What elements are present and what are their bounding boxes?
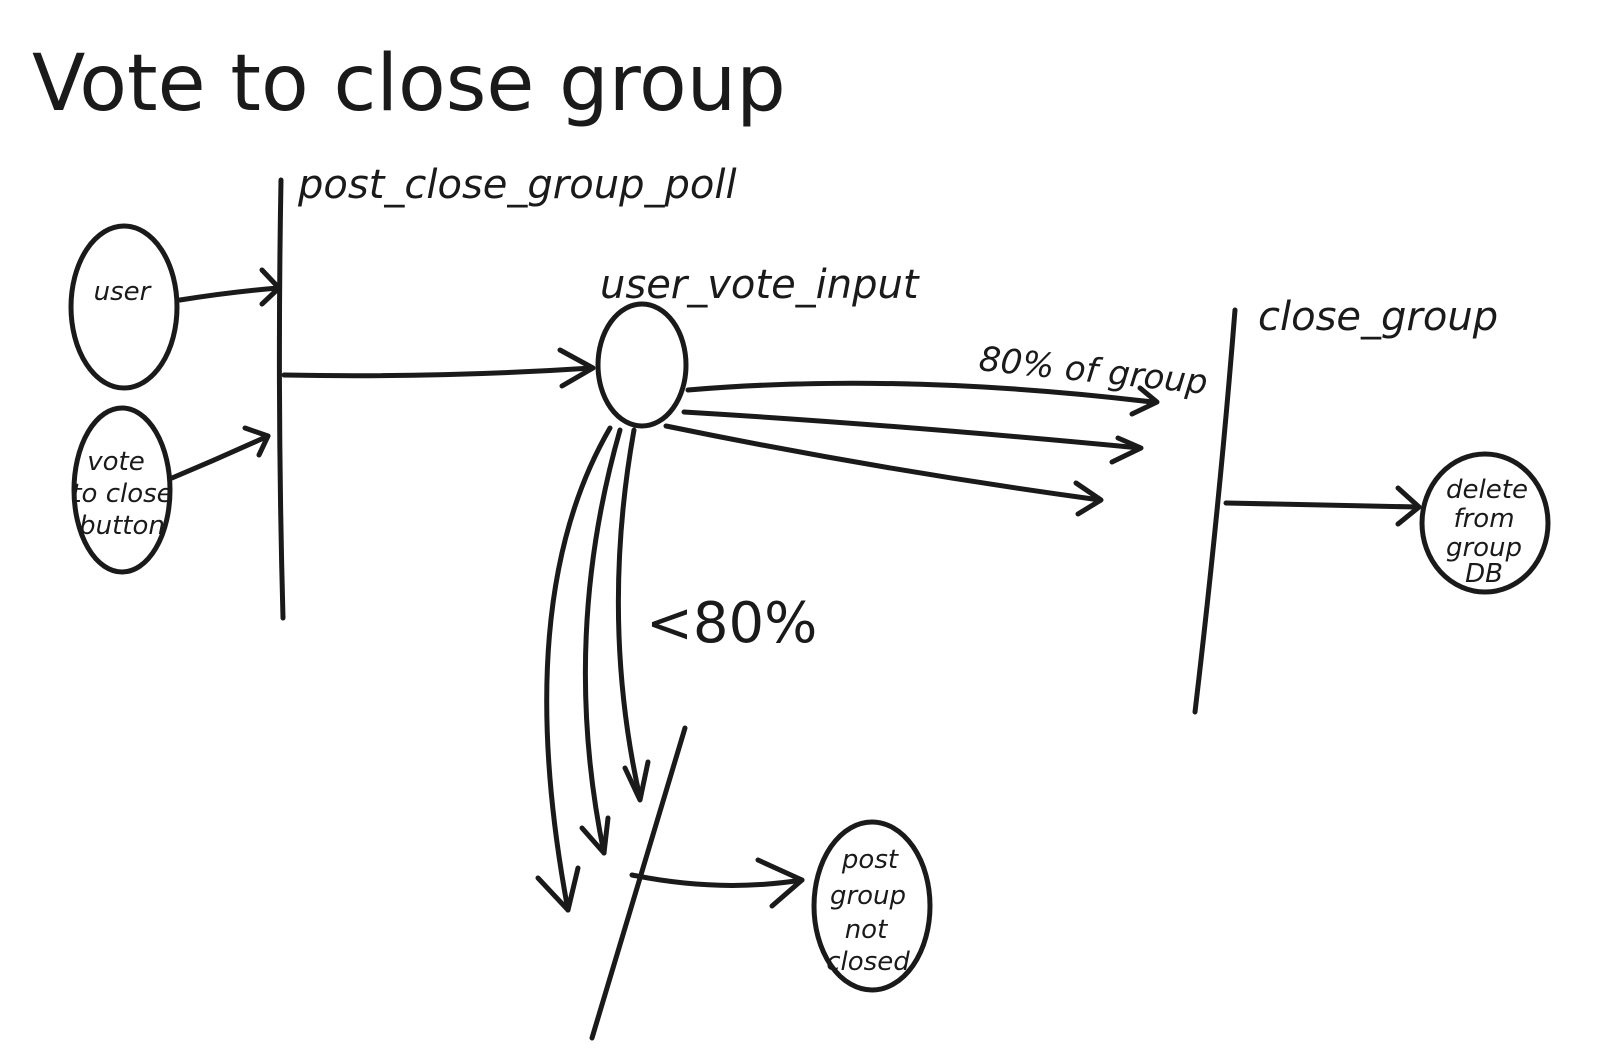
vote-to-close-arrowhead-2 (1109, 435, 1144, 465)
user-node (68, 223, 180, 391)
user-vote-input-node (595, 301, 689, 429)
post-close-group-poll-label: post_close_group_poll (297, 162, 737, 208)
vote-button-node (71, 405, 173, 575)
vote-to-not-closed-arrowhead-3 (622, 759, 651, 803)
close-group-label: close_group (1258, 294, 1498, 340)
button-to-poll-arrow (169, 433, 271, 481)
post-close-group-poll-bar (276, 177, 286, 621)
vote-button-label-line-2: to close (71, 479, 172, 509)
vote-to-close-arrowhead-3 (1073, 480, 1104, 517)
delete-db-label-line-2: from (1453, 504, 1514, 534)
vote-to-close-arrow-2 (681, 409, 1143, 451)
diagram-title: Vote to close group (32, 39, 786, 129)
vote-to-close-arrowhead-1 (1129, 385, 1160, 417)
post-group-not-closed-node (811, 819, 933, 993)
close-to-delete-arrowhead (1395, 485, 1422, 527)
vote-button-label-line-1: vote (87, 447, 144, 477)
delete-db-label-line-3: group (1446, 533, 1522, 563)
bar-to-not-closed-arrow (629, 872, 805, 888)
not-closed-label-line-2: group (830, 881, 906, 911)
close-to-delete-arrow (1223, 500, 1421, 510)
vote-to-close-arrow-3 (663, 423, 1103, 503)
user-vote-input-label: user_vote_input (600, 262, 920, 308)
delete-db-label-line-1: delete (1446, 475, 1528, 505)
bar-to-not-closed-arrowhead (755, 857, 805, 909)
vote-button-label-line-3: button (79, 511, 165, 541)
vote-to-not-closed-arrowhead-2 (579, 815, 611, 856)
user-node-label: user (94, 277, 153, 307)
poll-to-vote-input-arrowhead (557, 347, 596, 389)
not-closed-label-line-3: not (845, 915, 888, 945)
delete-db-label-line-4: DB (1465, 559, 1503, 589)
button-to-poll-arrowhead (242, 425, 271, 458)
vote-to-not-closed-arrow-2 (582, 427, 623, 856)
vote-to-close-arrow-1 (685, 380, 1155, 405)
vote-to-not-closed-arrowhead-1 (535, 865, 581, 913)
minority-condition-label: <80% (646, 591, 817, 656)
vote-to-not-closed-arrow-3 (615, 427, 643, 801)
not-closed-label-line-4: closed (826, 947, 910, 977)
close-group-bar (1192, 307, 1238, 715)
vote-to-not-closed-arrow-1 (544, 425, 613, 913)
not-closed-label-line-1: post (841, 845, 899, 875)
user-to-poll-arrow (177, 285, 281, 303)
poll-to-vote-input-arrow (281, 365, 595, 379)
not-closed-process-bar (589, 725, 688, 1041)
delete-from-group-db-node (1419, 451, 1551, 595)
